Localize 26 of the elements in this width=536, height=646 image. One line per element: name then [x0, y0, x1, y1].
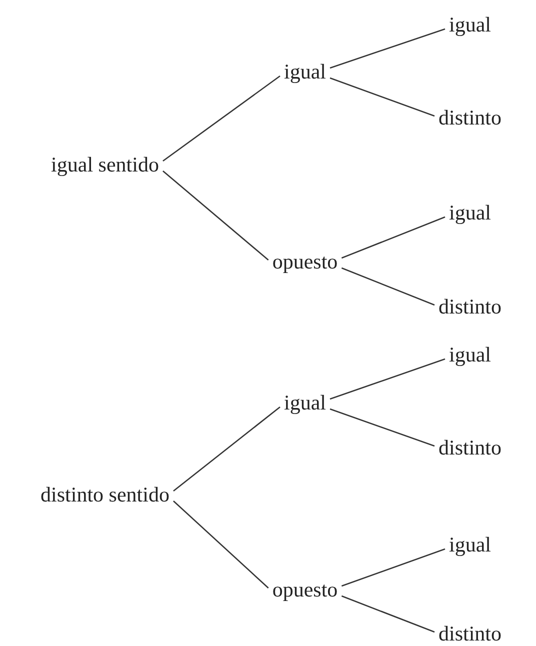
branch-line: [173, 500, 269, 588]
tree-node-label: opuesto: [272, 250, 338, 274]
branch-line: [330, 77, 435, 117]
tree-node-label: igual: [449, 533, 491, 557]
tree-node-label: distinto: [438, 436, 502, 460]
tree-node-label: distinto: [438, 295, 502, 319]
tree-node-label: igual sentido: [51, 153, 159, 177]
branch-line: [162, 170, 269, 260]
branch-line: [162, 75, 280, 162]
tree-node-label: igual: [449, 201, 491, 225]
branch-line: [330, 28, 446, 69]
branch-line: [341, 267, 435, 306]
branch-line: [341, 216, 446, 259]
branch-line: [330, 408, 435, 447]
branch-line: [341, 595, 435, 633]
tree-node-label: igual: [284, 391, 326, 415]
tree-node-label: distinto sentido: [40, 483, 170, 507]
tree-node-label: igual: [449, 13, 491, 37]
tree-node-label: igual: [284, 60, 326, 84]
tree-node-label: opuesto: [272, 578, 338, 602]
tree-node-label: distinto: [438, 106, 502, 130]
branch-line: [330, 358, 446, 400]
branch-line: [173, 406, 280, 492]
tree-node-label: distinto: [438, 622, 502, 646]
branch-line: [341, 548, 446, 587]
tree-node-label: igual: [449, 343, 491, 367]
